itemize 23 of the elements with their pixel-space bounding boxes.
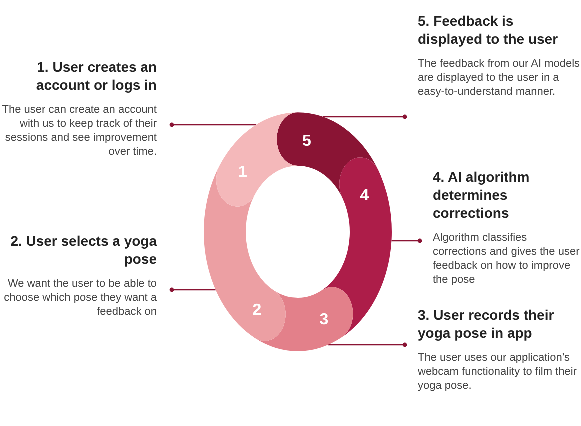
step-number: 2 xyxy=(252,302,262,319)
leader-line xyxy=(170,122,256,128)
step-description: The user uses our application’s webcam functionality to film their yoga pose. xyxy=(418,351,578,393)
step-description: Algorithm classifies corrections and gives the user feedback on how to improve the pose xyxy=(433,231,581,287)
ring-segment xyxy=(322,158,392,338)
leader-line xyxy=(392,238,422,244)
step-heading: 2. User selects a yoga pose xyxy=(10,232,157,268)
ring-segment xyxy=(255,287,354,352)
step-number: 5 xyxy=(302,132,312,150)
step-heading: 5. Feedback is displayed to the user xyxy=(418,12,560,48)
leader-line xyxy=(170,288,216,292)
step-description: We want the user to be able to choose which pose they want a feedback on xyxy=(3,277,157,319)
step-heading: 3. User records their yoga pose in app xyxy=(418,306,556,342)
leader-line xyxy=(323,114,408,120)
step-number: 4 xyxy=(360,187,370,204)
step-description: The user can create an account with us to keep track of their sessions and see improvement over time. xyxy=(1,103,157,159)
step-description: The feedback from our AI models are displayed to the user in a easy-to-understand manner. xyxy=(418,57,581,99)
step-heading: 1. User creates an account or logs in xyxy=(35,58,157,94)
step-number: 3 xyxy=(320,312,329,329)
ring-segment xyxy=(216,112,298,207)
leader-line xyxy=(328,342,408,348)
step-heading: 4. AI algorithm determines corrections xyxy=(433,168,531,222)
step-number: 1 xyxy=(238,164,248,182)
